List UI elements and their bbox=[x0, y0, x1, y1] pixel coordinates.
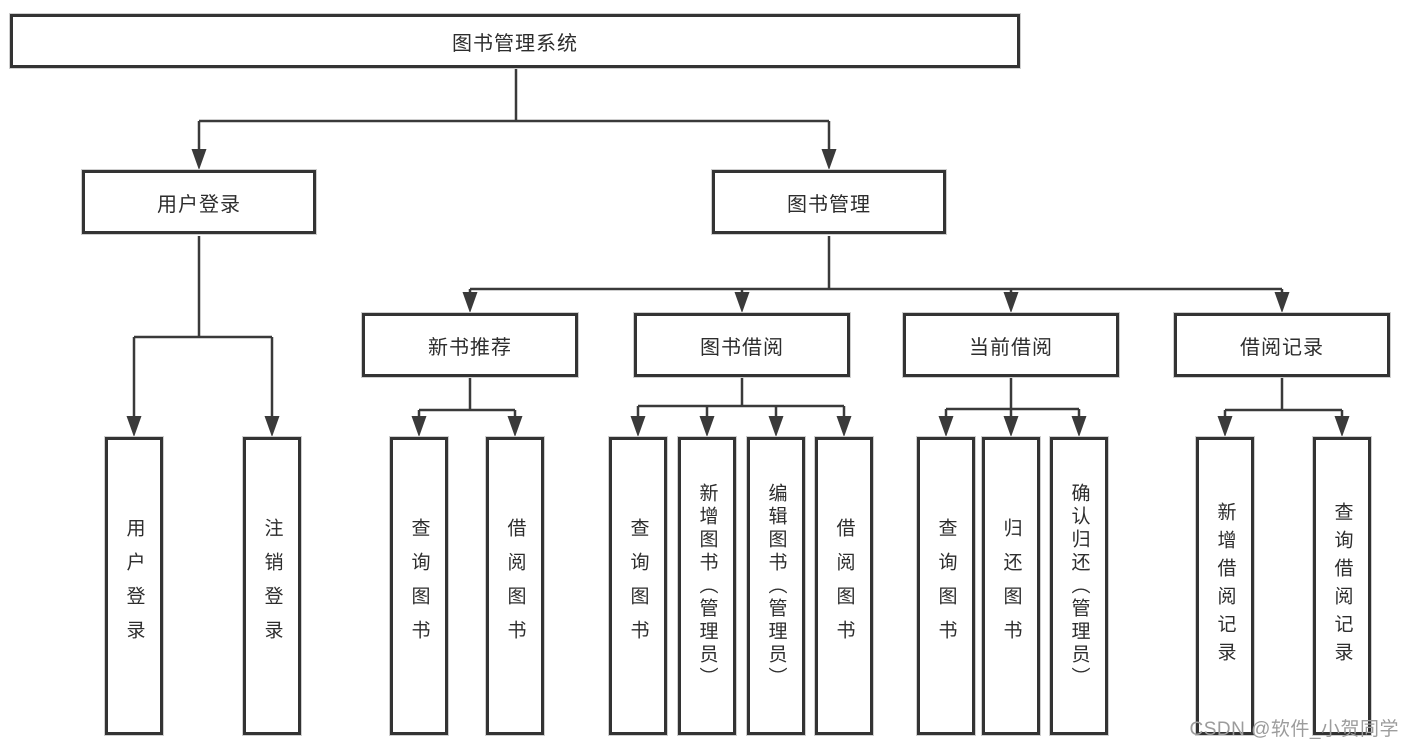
leaf-borrow-books-recommend: 借阅图书 bbox=[486, 437, 544, 735]
node-label: 注销登录 bbox=[261, 518, 283, 654]
leaf-edit-book-admin: 编辑图书（管理员） bbox=[747, 437, 805, 735]
node-new-book-recommend: 新书推荐 bbox=[362, 313, 578, 377]
node-label: 图书借阅 bbox=[700, 336, 784, 359]
node-label: 新增图书（管理员） bbox=[696, 482, 718, 690]
node-label: 用户登录 bbox=[157, 193, 241, 216]
leaf-query-books-current: 查询图书 bbox=[917, 437, 975, 735]
node-label: 借阅图书 bbox=[833, 518, 855, 654]
node-book-management: 图书管理 bbox=[712, 170, 946, 234]
leaf-return-book: 归还图书 bbox=[982, 437, 1040, 735]
node-label: 编辑图书（管理员） bbox=[765, 482, 787, 690]
node-label: 查询借阅记录 bbox=[1331, 502, 1353, 670]
node-label: 图书管理系统 bbox=[452, 32, 578, 55]
node-label: 查询图书 bbox=[408, 518, 430, 654]
leaf-query-books-borrowing: 查询图书 bbox=[609, 437, 667, 735]
node-borrowing-records: 借阅记录 bbox=[1174, 313, 1390, 377]
node-label: 新书推荐 bbox=[428, 336, 512, 359]
leaf-query-books-recommend: 查询图书 bbox=[390, 437, 448, 735]
node-label: 查询图书 bbox=[627, 518, 649, 654]
node-user-login: 用户登录 bbox=[82, 170, 316, 234]
node-label: 确认归还（管理员） bbox=[1068, 482, 1090, 690]
leaf-query-borrow-record: 查询借阅记录 bbox=[1313, 437, 1371, 735]
arrowhead-icons bbox=[126, 149, 1350, 437]
node-label: 借阅图书 bbox=[504, 518, 526, 654]
node-book-borrowing: 图书借阅 bbox=[634, 313, 850, 377]
leaf-borrow-books-borrowing: 借阅图书 bbox=[815, 437, 873, 735]
node-label: 借阅记录 bbox=[1240, 336, 1324, 359]
csdn-watermark: CSDN @软件_小贺同学 bbox=[1189, 719, 1399, 740]
node-current-borrowing: 当前借阅 bbox=[903, 313, 1119, 377]
leaf-logout: 注销登录 bbox=[243, 437, 301, 735]
node-label: 归还图书 bbox=[1000, 518, 1022, 654]
leaf-user-login: 用户登录 bbox=[105, 437, 163, 735]
leaf-add-borrow-record: 新增借阅记录 bbox=[1196, 437, 1254, 735]
node-label: 查询图书 bbox=[935, 518, 957, 654]
node-label: 图书管理 bbox=[787, 193, 871, 216]
node-label: 用户登录 bbox=[123, 518, 145, 654]
node-label: 当前借阅 bbox=[969, 336, 1053, 359]
leaf-add-book-admin: 新增图书（管理员） bbox=[678, 437, 736, 735]
leaf-confirm-return-admin: 确认归还（管理员） bbox=[1050, 437, 1108, 735]
node-root-system: 图书管理系统 bbox=[10, 14, 1020, 68]
node-label: 新增借阅记录 bbox=[1214, 502, 1236, 670]
